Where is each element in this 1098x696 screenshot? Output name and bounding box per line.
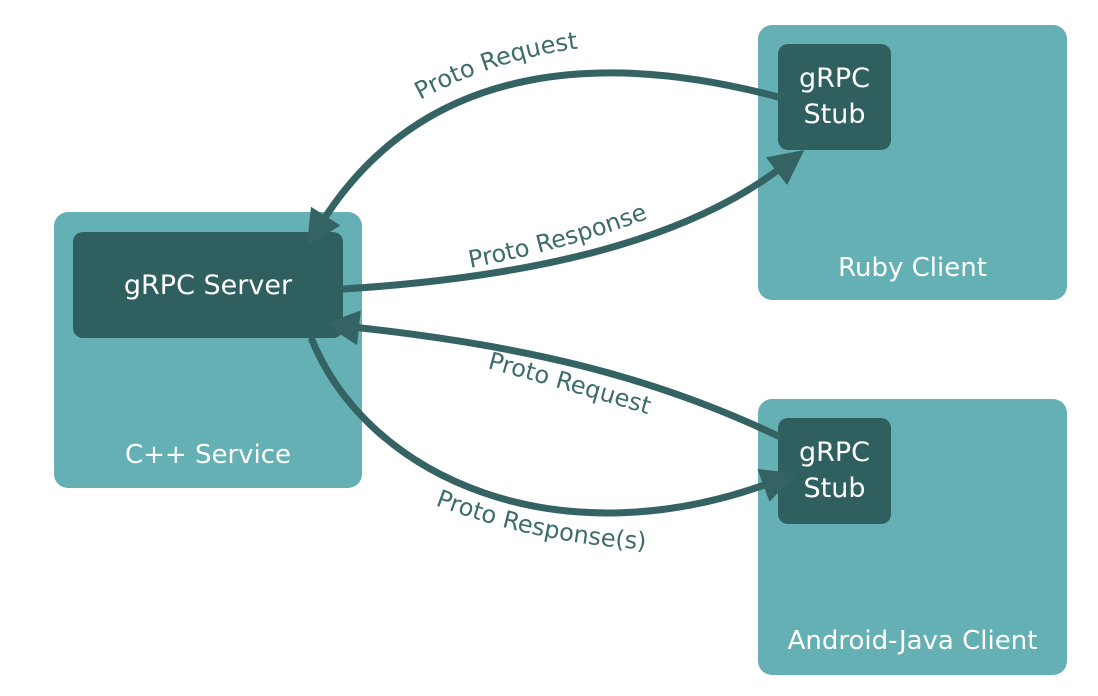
ruby-stub-line1: gRPC: [798, 63, 871, 95]
cpp-service-caption: C++ Service: [124, 440, 292, 470]
grpc-server-box: gRPC Server: [73, 232, 343, 338]
ruby-grpc-stub-box: gRPC Stub: [778, 44, 891, 150]
android-stub-line2: Stub: [803, 473, 866, 504]
edge-response-android-label: Proto Response(s): [433, 484, 647, 555]
grpc-server-label: gRPC Server: [123, 269, 293, 301]
edge-request-ruby-arrow: [306, 69, 782, 246]
android-grpc-stub-box: gRPC Stub: [778, 418, 891, 524]
cpp-service-box: gRPC Server C++ Service: [54, 212, 362, 488]
ruby-stub-line2: Stub: [803, 99, 866, 130]
edge-request-ruby-label: Proto Request: [410, 27, 579, 106]
edge-request-android-arrow: [324, 310, 782, 440]
android-stub-line1: gRPC: [798, 437, 871, 469]
edge-response-android-arrow: [308, 336, 797, 517]
ruby-client-caption: Ruby Client: [838, 253, 987, 283]
ruby-client-box: gRPC Stub Ruby Client: [758, 25, 1067, 300]
android-java-client-box: gRPC Stub Android-Java Client: [758, 399, 1067, 675]
edge-request-android-label: Proto Request: [485, 347, 654, 420]
edge-response-ruby-arrow: [339, 150, 805, 293]
android-java-client-caption: Android-Java Client: [787, 626, 1038, 656]
